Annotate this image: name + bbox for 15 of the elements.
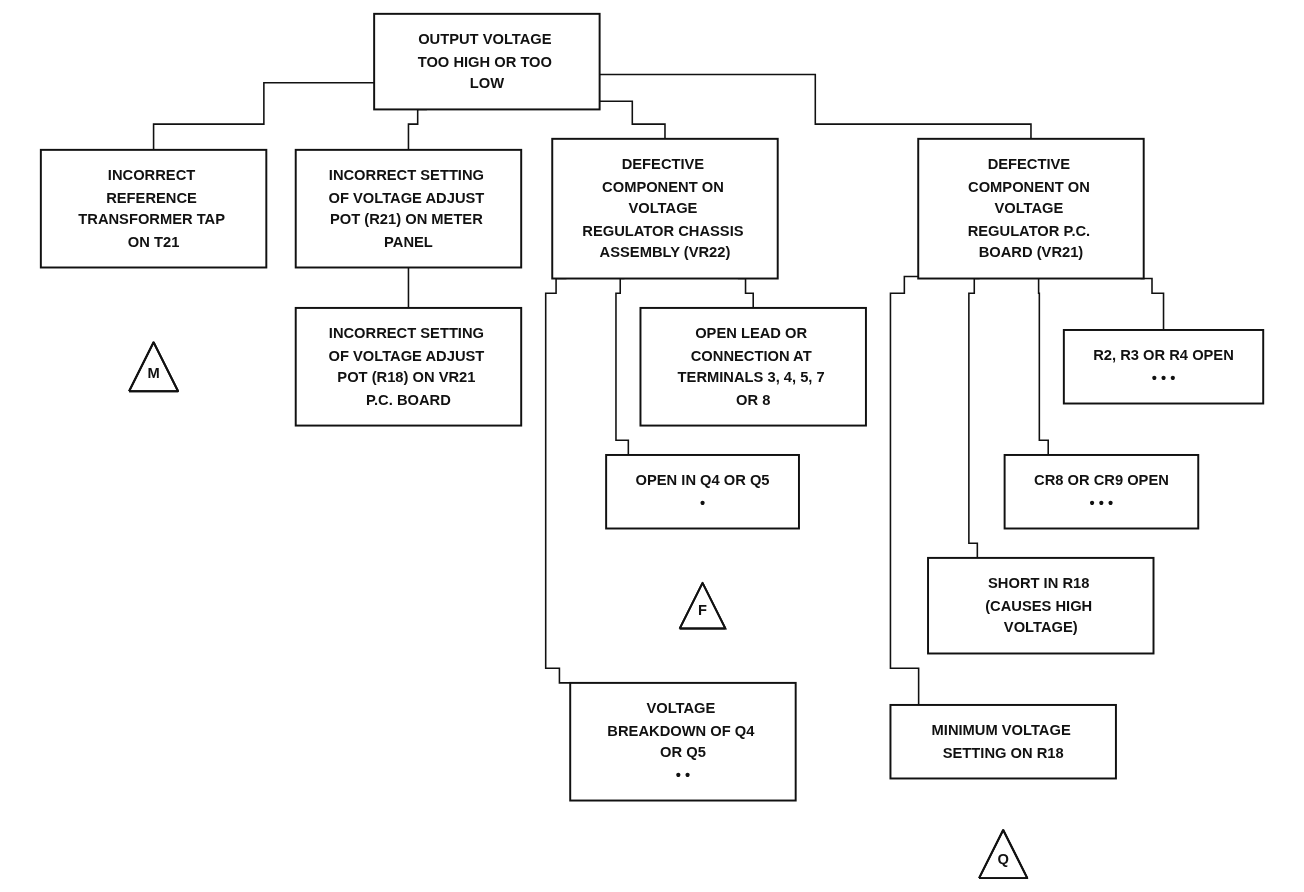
node-box: VOLTAGE BREAKDOWN OF Q4 OR Q5 • • [569, 681, 797, 802]
node-box: R2, R3 OR R4 OPEN • • • [1062, 329, 1265, 405]
node-box: CR8 OR CR9 OPEN • • • [1003, 454, 1200, 530]
node-box: DEFECTIVE COMPONENT ON VOLTAGE REGULATOR P.C. BOARD (VR21) [917, 137, 1145, 280]
node-box: MINIMUM VOLTAGE SETTING ON R18 [889, 703, 1117, 780]
connector [152, 82, 375, 151]
node-box: OPEN IN Q4 OR Q5 • [605, 454, 800, 530]
node-box: SHORT IN R18 (CAUSES HIGH VOLTAGE) [927, 556, 1155, 655]
node-box: INCORRECT SETTING OF VOLTAGE ADJUST POT (R18) ON VR21 P.C. BOARD [294, 306, 523, 427]
node-box: INCORRECT REFERENCE TRANSFORMER TAP ON T21 [39, 148, 268, 269]
node-box: DEFECTIVE COMPONENT ON VOLTAGE REGULATOR CHASSIS ASSEMBLY (VR22) [551, 137, 779, 280]
connector [407, 266, 410, 309]
node-box: INCORRECT SETTING OF VOLTAGE ADJUST POT (R21) ON METER PANEL [294, 148, 523, 269]
node-box: OPEN LEAD OR CONNECTION AT TERMINALS 3, 4, 5, 7 OR 8 [639, 306, 867, 427]
node-box: OUTPUT VOLTAGE TOO HIGH OR TOO LOW [373, 12, 601, 111]
